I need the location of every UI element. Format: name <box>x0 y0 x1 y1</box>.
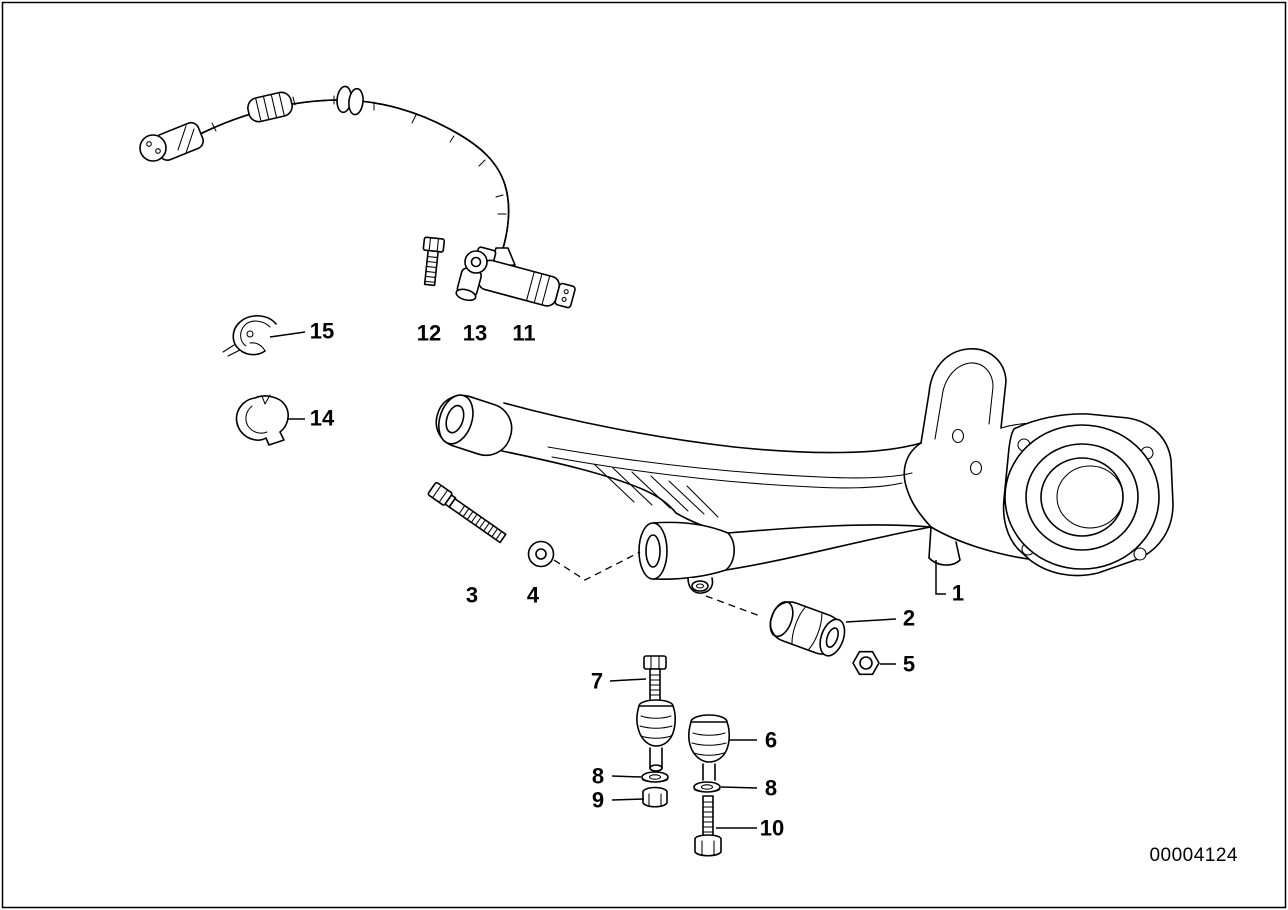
hub-bore <box>1004 424 1160 570</box>
ball-joint-bolt-7 <box>643 655 667 702</box>
hex-bolt-12 <box>422 236 446 287</box>
callout-1[interactable]: 1 <box>952 581 964 606</box>
washer-13 <box>464 250 488 274</box>
callout-labels: 15 14 12 13 11 3 4 1 2 5 7 6 8 9 8 10 <box>310 319 964 841</box>
washer-8-upper <box>641 771 669 783</box>
callout-8-lower[interactable]: 8 <box>765 776 777 801</box>
callout-7[interactable]: 7 <box>591 669 603 694</box>
spring-clip-15 <box>222 315 277 357</box>
washer-4 <box>527 540 555 568</box>
clamp-clip-14 <box>235 394 289 446</box>
callout-13[interactable]: 13 <box>463 321 487 346</box>
washer-8-lower <box>693 781 721 793</box>
callout-15[interactable]: 15 <box>310 319 334 344</box>
assembly-dashed-lines <box>553 551 761 617</box>
callout-8-upper[interactable]: 8 <box>592 764 604 789</box>
callout-14[interactable]: 14 <box>310 406 335 431</box>
cable-sleeve <box>247 91 293 123</box>
callout-2[interactable]: 2 <box>903 606 915 631</box>
hex-bolt-3 <box>427 481 507 544</box>
trailing-arm <box>435 348 1174 594</box>
hex-bolt-10 <box>694 795 722 857</box>
hex-nut-5 <box>852 650 880 676</box>
abs-sensor-cable <box>139 85 510 253</box>
callout-11[interactable]: 11 <box>512 321 535 346</box>
cable-grommet <box>336 85 364 116</box>
callout-4[interactable]: 4 <box>527 583 540 608</box>
callout-9[interactable]: 9 <box>592 788 604 813</box>
rubber-bushing-2 <box>769 601 846 657</box>
diagram-number: 00004124 <box>1149 845 1238 866</box>
lower-bushing-eye <box>638 521 735 594</box>
ball-joint-bushing-left <box>636 699 677 772</box>
callout-6[interactable]: 6 <box>765 728 777 753</box>
callout-leader-lines <box>269 331 946 829</box>
callout-3[interactable]: 3 <box>466 583 478 608</box>
callout-5[interactable]: 5 <box>903 652 915 677</box>
ball-joint-bushing-6 <box>688 714 731 781</box>
hex-nut-9 <box>642 786 668 808</box>
callout-10[interactable]: 10 <box>760 816 784 841</box>
front-bushing-eye <box>435 394 513 457</box>
wheel-carrier <box>903 348 1174 577</box>
cable-plug-connector <box>139 121 204 162</box>
callout-12[interactable]: 12 <box>417 321 441 346</box>
